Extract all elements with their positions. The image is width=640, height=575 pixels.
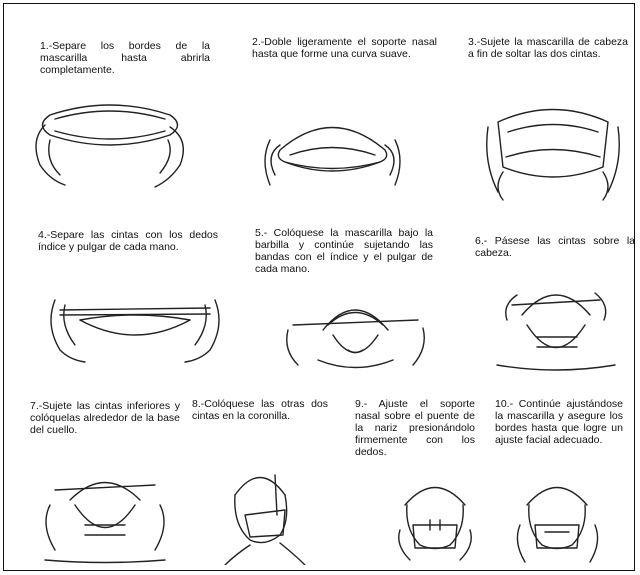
step-6-illustration xyxy=(482,275,630,375)
step-10-illustration xyxy=(505,470,610,565)
step-7-text: 7.-Sujete las cintas inferiores y colóqu… xyxy=(30,400,180,436)
step-8-text: 8.-Colóquese las otras dos cintas en la … xyxy=(192,398,328,422)
step-1-illustration xyxy=(20,95,200,190)
step-9-text: 9.- Ajuste el soporte nasal sobre el pue… xyxy=(355,398,475,458)
step-1-text: 1.-Separe los bordes de la mascarilla ha… xyxy=(40,40,210,76)
step-4-text: 4.-Separe las cintas con los dedos índic… xyxy=(38,229,218,253)
step-8-illustration xyxy=(205,455,315,565)
step-6-text: 6.- Pásese las cintas sobre la cabeza. xyxy=(475,235,635,259)
step-5-illustration xyxy=(278,290,433,375)
step-4-illustration xyxy=(45,290,225,365)
step-3-text: 3.-Sujete la mascarilla de cabeza a fin … xyxy=(468,36,628,60)
step-3-illustration xyxy=(478,92,628,202)
step-10-text: 10.- Continúe ajustándose la mascarilla … xyxy=(495,398,623,446)
step-2-illustration xyxy=(240,100,425,195)
step-9-illustration xyxy=(385,470,485,565)
step-7-illustration xyxy=(30,465,180,565)
step-2-text: 2.-Doble ligeramente el soporte nasal ha… xyxy=(252,36,437,60)
step-5-text: 5.- Colóquese la mascarilla bajo la barb… xyxy=(255,227,433,275)
